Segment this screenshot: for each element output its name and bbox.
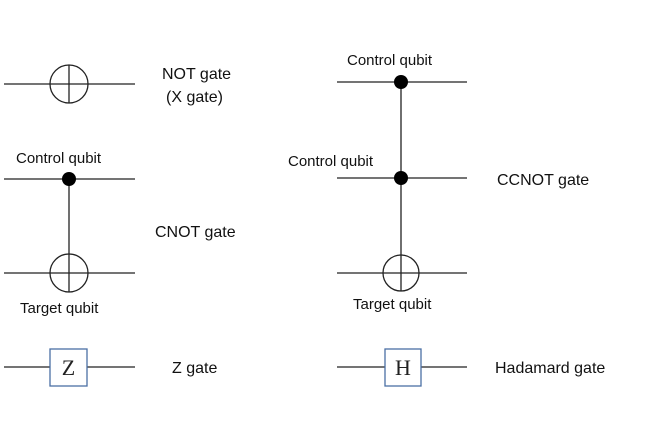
cnot-gate-label: CNOT gate (155, 224, 236, 241)
hadamard-gate-label: Hadamard gate (495, 360, 605, 377)
control-dot-2 (394, 171, 408, 185)
control-qubit-1-label: Control qubit (347, 52, 433, 69)
ccnot-gate-label: CCNOT gate (497, 172, 589, 189)
control-dot-1 (394, 75, 408, 89)
control-qubit-label: Control qubit (16, 150, 102, 167)
z-gate: Z Z gate (4, 348, 217, 387)
not-gate: NOT gate (X gate) (4, 64, 231, 106)
not-gate-sublabel: (X gate) (166, 89, 223, 106)
target-oplus-symbol (49, 253, 89, 293)
target-qubit-label: Target qubit (20, 300, 99, 317)
control-dot (62, 172, 76, 186)
hadamard-gate-box (384, 348, 422, 387)
hadamard-gate: H Hadamard gate (337, 348, 605, 387)
control-qubit-2-label: Control qubit (288, 153, 374, 170)
cnot-gate: Control qubit Target qubit CNOT gate (4, 150, 236, 317)
z-gate-box (49, 348, 88, 387)
z-gate-label: Z gate (172, 360, 217, 377)
target-oplus-symbol (382, 254, 420, 292)
z-gate-symbol: Z (62, 355, 75, 380)
hadamard-gate-symbol: H (395, 355, 411, 380)
target-qubit-label: Target qubit (353, 296, 432, 313)
not-gate-label: NOT gate (162, 66, 231, 83)
ccnot-gate: Control qubit Control qubit Target qubit… (288, 52, 589, 313)
